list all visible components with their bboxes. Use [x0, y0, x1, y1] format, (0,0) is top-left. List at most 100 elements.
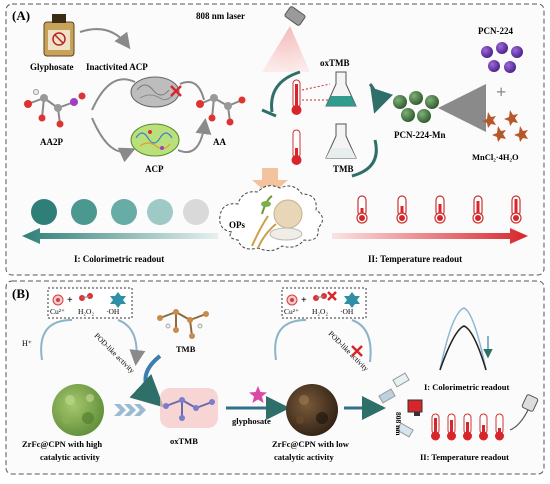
aa-molecule-icon: [196, 94, 246, 126]
pcn224-particles-icon: [481, 42, 523, 73]
zrfc-low-activity-icon: [286, 384, 338, 436]
thermometer-row-b: [431, 413, 504, 441]
aa2p-label: AA2P: [40, 137, 63, 147]
zrfc-low-label-2: catalytic activity: [274, 452, 334, 462]
zrfc-high-label-1: ZrFc@CPN with high: [22, 439, 102, 449]
thermometer-2-icon: [396, 195, 408, 224]
cycle-arrow-left-b: [261, 108, 277, 118]
h2o2-molecule-icon-2: [313, 293, 327, 301]
thermometer-b3-icon: [463, 413, 472, 441]
thermometer-b4-icon: [479, 413, 488, 441]
blocked-x-icon: [170, 85, 182, 97]
cycle-arrow-top-left: [91, 78, 136, 111]
mncl2-crystals-icon: [482, 110, 528, 142]
thermometer-low-icon: [291, 129, 302, 165]
tmb-flask-icon: [325, 123, 357, 159]
color-gradient-circles: [31, 199, 209, 225]
oxidation-arrow: [129, 354, 164, 408]
thermocouple-probe-icon: [509, 394, 539, 431]
heat-link-top: [301, 83, 331, 91]
h2o2-label-1: H₂O₂: [78, 307, 94, 316]
pod-arc-2b: [351, 319, 372, 363]
thermometer-3-icon: [434, 195, 446, 224]
cycle-arrow-left-a: [270, 70, 301, 113]
tmb-label-b: TMB: [176, 344, 196, 354]
plus-sign: +: [496, 82, 506, 102]
mncl2-label: MnCl₂·4H₂O: [472, 152, 519, 162]
inactivated-acp-label: Inactivited ACP: [86, 62, 148, 72]
inactivated-enzyme-icon: [130, 76, 180, 108]
h-plus-label: H⁺: [22, 339, 32, 348]
oh-label-1: ·OH: [106, 307, 120, 316]
thermometer-b1-icon: [431, 413, 440, 441]
zrfc-low-label-1: ZrFc@CPN with low: [272, 439, 350, 449]
pod-arc-1: [40, 319, 73, 361]
hydroxyl-radical-icon-1: [110, 292, 126, 308]
thermometer-5-icon: [510, 195, 522, 224]
panel-b-readout-2: II: Temperature readout: [420, 452, 509, 462]
aa-label: AA: [213, 137, 226, 147]
laser-label: 808 nm laser: [196, 11, 245, 21]
panel-a-frame: [5, 3, 545, 276]
thermometer-high-icon: [291, 79, 302, 115]
panel-b-tag: (B): [12, 286, 29, 301]
hydroxyl-radical-icon-2: [344, 292, 360, 308]
tmb-label: TMB: [333, 164, 354, 174]
cycle-arrow-right-a: [351, 139, 378, 178]
cycle-arrow-top-right: [179, 81, 205, 101]
zrfc-high-label-2: catalytic activity: [40, 452, 100, 462]
zrfc-high-activity-icon: [52, 384, 104, 436]
thermometer-b5-icon: [495, 413, 504, 441]
oxtmb-molecule-icon: [160, 388, 218, 428]
acp-enzyme-icon: [130, 123, 180, 157]
thermometer-4-icon: [472, 195, 484, 224]
ops-label: OPs: [229, 220, 245, 230]
color-circle-3: [111, 199, 137, 225]
cycle-arrow-bottom-left: [91, 117, 136, 163]
cycle-arrow-right-b: [368, 83, 394, 114]
absorbance-spectrum: [439, 307, 493, 371]
cu-ion-icon-2: [286, 294, 298, 306]
thermometer-1-icon: [356, 195, 368, 224]
temperature-thermometer-row: [356, 195, 522, 224]
glyphosate-label-b: glyphosate: [232, 416, 271, 426]
cu-label-1: Cu²⁺: [50, 307, 65, 316]
color-circle-1: [31, 199, 57, 225]
pcn224-label: PCN-224: [478, 26, 513, 36]
plus-1: +: [67, 295, 73, 306]
panel-a-readout-1: I: Colorimetric readout: [74, 254, 164, 264]
inhibition-arrow: [79, 28, 131, 50]
panel-a-readout-2: II: Temperature readout: [368, 254, 462, 264]
laser-beam: [262, 26, 310, 72]
color-circle-5: [183, 199, 209, 225]
glyphosate-label: Glyphosate: [30, 62, 74, 72]
cu-label-2: Cu²⁺: [284, 307, 299, 316]
pod-arc-2: [274, 319, 307, 361]
h2o2-label-2: H₂O₂: [312, 307, 328, 316]
panel-b-readout-1: I: Colorimetric readout: [424, 382, 509, 392]
oxtmb-label-b: oxTMB: [170, 436, 198, 446]
temperature-arrow: [332, 228, 528, 244]
acp-label: ACP: [145, 164, 164, 174]
laser-device-icon: [407, 399, 423, 416]
pcn224mn-particles-icon: [393, 91, 439, 123]
h2o2-molecule-icon-1: [79, 293, 93, 301]
panel-a-tag: (A): [12, 8, 30, 23]
color-circle-2: [71, 199, 97, 225]
panel-b-frame: [5, 280, 545, 475]
detection-arrow: [252, 168, 288, 196]
oh-label-2: ·OH: [340, 307, 354, 316]
star-icon: [249, 386, 267, 403]
cycle-arrow-bottom-right: [177, 118, 212, 153]
tmb-molecule-icon: [157, 309, 209, 339]
blocked-x-icon-2: [327, 291, 337, 301]
ops-cloud: [219, 185, 323, 252]
colorimetric-arrow: [22, 228, 218, 244]
plus-2: +: [301, 295, 307, 306]
pod-arc-1b: [117, 319, 146, 366]
glyphosate-bottle-icon: [43, 14, 75, 57]
laser-label-b: 808 nm: [394, 412, 403, 436]
blocked-x-icon-3: [351, 345, 363, 357]
